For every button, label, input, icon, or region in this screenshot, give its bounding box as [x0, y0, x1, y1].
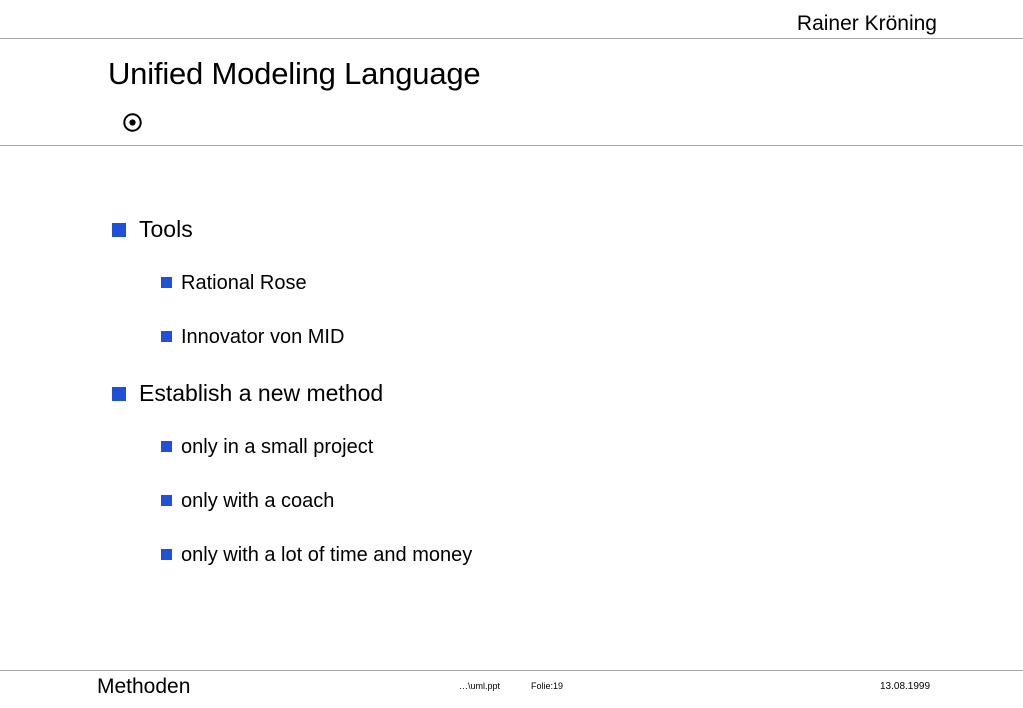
list-item-label: Innovator von MID	[181, 326, 345, 348]
list-item: only with a lot of time and money	[0, 542, 1023, 596]
bullet-square-icon	[161, 441, 172, 452]
list-item: Rational Rose	[0, 270, 1023, 324]
list-item: only in a small project	[0, 434, 1023, 488]
bullet-square-icon	[161, 331, 172, 342]
list-item-label: only with a coach	[181, 490, 335, 512]
list-item: Tools	[0, 214, 1023, 270]
list-item: only with a coach	[0, 488, 1023, 542]
bullet-square-icon	[161, 495, 172, 506]
bullet-list: Tools Rational Rose Innovator von MID Es…	[0, 214, 1023, 596]
list-item-label: Establish a new method	[139, 380, 384, 406]
list-item: Innovator von MID	[0, 324, 1023, 378]
bullet-square-icon	[161, 549, 172, 560]
list-item: Establish a new method	[0, 378, 1023, 434]
footer-file-path: …\uml.ppt	[459, 681, 501, 691]
header-divider	[0, 38, 1023, 39]
list-item-label: Rational Rose	[181, 272, 307, 294]
footer-divider	[0, 670, 1023, 671]
page-title: Unified Modeling Language	[108, 56, 481, 91]
bullet-square-icon	[112, 387, 126, 401]
bullet-square-icon	[112, 223, 126, 237]
list-item-label: only with a lot of time and money	[181, 544, 473, 566]
title-divider	[0, 145, 1023, 146]
footer-section-title: Methoden	[97, 675, 191, 698]
footer-slide-number: Folie:19	[531, 681, 564, 691]
target-dot-icon	[123, 113, 142, 132]
list-item-label: Tools	[139, 216, 193, 242]
footer-date: 13.08.1999	[880, 681, 931, 692]
author-name: Rainer Kröning	[796, 12, 937, 35]
list-item-label: only in a small project	[181, 436, 374, 458]
bullet-square-icon	[161, 277, 172, 288]
